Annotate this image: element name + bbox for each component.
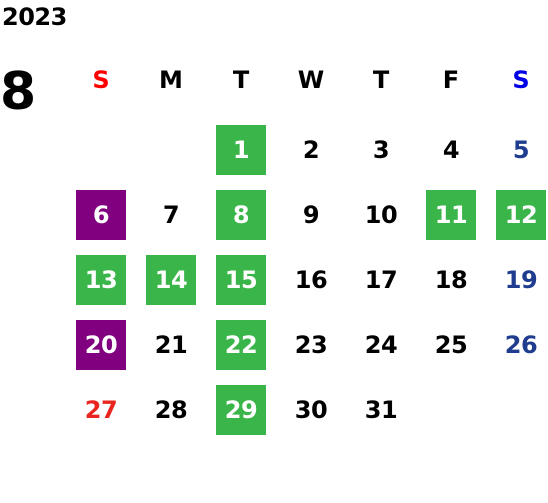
date-cell-5[interactable]: 5: [512, 136, 530, 164]
weekday-header-thu: T: [372, 66, 390, 94]
date-cell-10[interactable]: 10: [364, 201, 398, 229]
date-cell-6[interactable]: 6: [76, 190, 126, 240]
weekday-header-wed: W: [297, 66, 325, 94]
date-cell-17[interactable]: 17: [364, 266, 398, 294]
month-label: 8: [0, 62, 36, 122]
date-cell-23[interactable]: 23: [294, 331, 328, 359]
date-cell-29[interactable]: 29: [216, 385, 266, 435]
date-cell-13[interactable]: 13: [76, 255, 126, 305]
date-cell-15[interactable]: 15: [216, 255, 266, 305]
date-cell-2[interactable]: 2: [302, 136, 320, 164]
date-cell-31[interactable]: 31: [364, 396, 398, 424]
date-cell-14[interactable]: 14: [146, 255, 196, 305]
weekday-header-tue: T: [232, 66, 250, 94]
date-cell-11[interactable]: 11: [426, 190, 476, 240]
weekday-header-fri: F: [442, 66, 460, 94]
date-cell-3[interactable]: 3: [372, 136, 390, 164]
year-label: 2023: [2, 3, 67, 31]
date-cell-24[interactable]: 24: [364, 331, 398, 359]
date-cell-30[interactable]: 30: [294, 396, 328, 424]
date-cell-21[interactable]: 21: [154, 331, 188, 359]
date-cell-16[interactable]: 16: [294, 266, 328, 294]
weekday-header-sat: S: [512, 66, 530, 94]
weekday-header-sun: S: [92, 66, 110, 94]
date-cell-19[interactable]: 19: [504, 266, 538, 294]
date-cell-9[interactable]: 9: [302, 201, 320, 229]
date-cell-26[interactable]: 26: [504, 331, 538, 359]
date-cell-20[interactable]: 20: [76, 320, 126, 370]
date-cell-25[interactable]: 25: [434, 331, 468, 359]
weekday-header-mon: M: [159, 66, 183, 94]
date-cell-22[interactable]: 22: [216, 320, 266, 370]
date-cell-4[interactable]: 4: [442, 136, 460, 164]
date-cell-27[interactable]: 27: [84, 396, 118, 424]
date-cell-8[interactable]: 8: [216, 190, 266, 240]
date-cell-1[interactable]: 1: [216, 125, 266, 175]
date-cell-18[interactable]: 18: [434, 266, 468, 294]
date-cell-12[interactable]: 12: [496, 190, 546, 240]
date-cell-28[interactable]: 28: [154, 396, 188, 424]
date-cell-7[interactable]: 7: [162, 201, 180, 229]
